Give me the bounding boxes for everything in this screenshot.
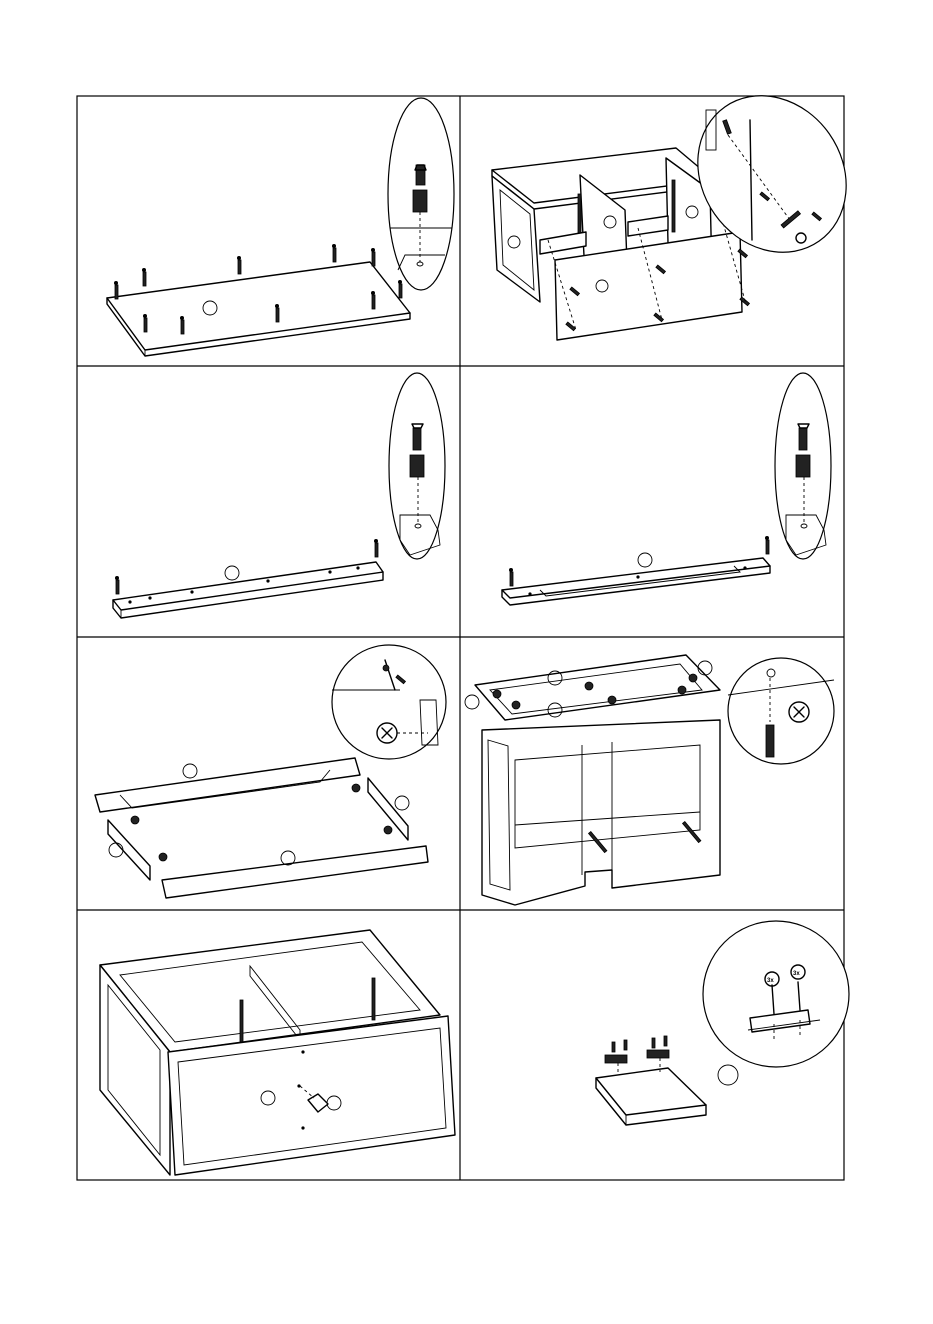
step-rail-a-cams — [113, 373, 445, 618]
step-front-panel-knob — [100, 930, 455, 1175]
step-top-panel-cams — [107, 98, 454, 356]
step-drawer-frame-cam-locks — [95, 645, 446, 898]
cam-lock-detail-callout — [728, 658, 834, 764]
screw-marking: 3x — [793, 971, 800, 977]
step-rail-b-cams — [502, 373, 831, 605]
step-shelf-supports: 3x 3x — [596, 921, 849, 1125]
step-carcass-back-panel — [492, 67, 876, 340]
screw-bracket-detail-callout: 3x 3x — [703, 921, 849, 1067]
cam-bolt-detail-callout — [388, 98, 454, 290]
cam-bolt-detail-callout — [389, 373, 445, 559]
screw-marking: 3x — [767, 978, 774, 984]
cam-bolt-detail-callout — [775, 373, 831, 559]
step-attach-frame-to-carcass — [465, 655, 834, 905]
cam-lock-detail-callout — [332, 645, 446, 759]
